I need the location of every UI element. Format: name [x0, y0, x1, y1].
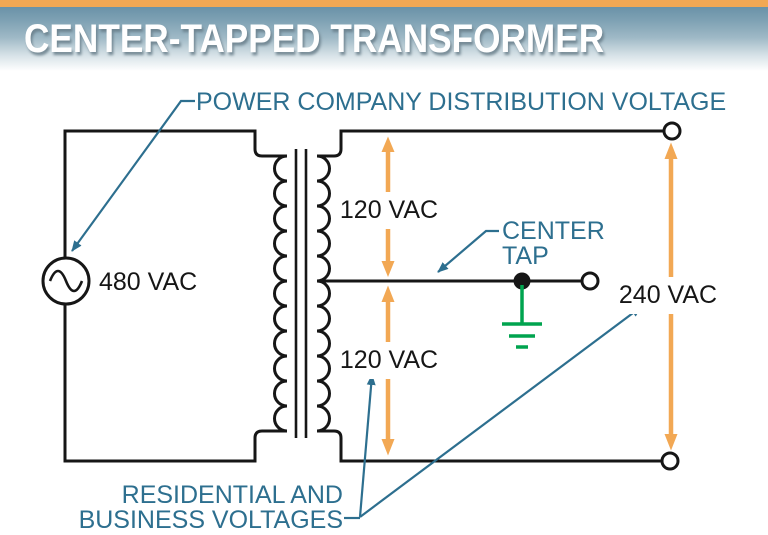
leader-residential-to-240	[359, 306, 642, 518]
leader-residential-to-120	[358, 374, 376, 518]
ground-icon	[502, 285, 542, 349]
center-tap-junction-dot	[513, 272, 531, 290]
residential-label: RESIDENTIAL AND BUSINESS VOLTAGES	[79, 483, 343, 533]
leader-power-company	[71, 99, 195, 252]
source-voltage-label: 480 VAC	[99, 268, 198, 296]
ac-source-icon	[41, 256, 91, 306]
primary-loop-wire	[63, 129, 288, 463]
terminal-center-tap	[580, 271, 600, 291]
top-accent-bar	[0, 0, 768, 7]
residential-label-line2: BUSINESS VOLTAGES	[78, 506, 343, 534]
residential-label-line1: RESIDENTIAL AND	[121, 481, 343, 509]
leader-center-tap	[437, 229, 499, 273]
page-title: CENTER-TAPPED TRANSFORMER	[24, 17, 605, 61]
full-secondary-voltage-label: 240 VAC	[615, 277, 721, 314]
terminal-top-right	[662, 121, 682, 141]
power-company-label: POWER COMPANY DISTRIBUTION VOLTAGE	[196, 88, 727, 116]
secondary-loop-wire	[316, 129, 663, 463]
center-tap-label: CENTER TAP	[502, 219, 605, 269]
center-tap-label-line1: CENTER	[502, 217, 605, 245]
terminal-bottom-right	[660, 451, 680, 471]
upper-secondary-voltage-label: 120 VAC	[336, 192, 442, 229]
title-banner: CENTER-TAPPED TRANSFORMER	[0, 7, 768, 71]
lower-secondary-voltage-label: 120 VAC	[336, 342, 442, 379]
center-tap-label-line2: TAP	[502, 242, 549, 270]
